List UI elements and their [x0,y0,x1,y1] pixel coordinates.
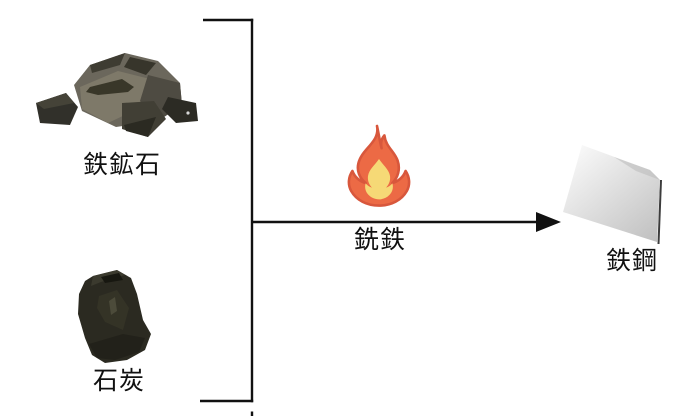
ore-facet-topright [124,57,156,75]
pig-iron-label: 銑鉄 [353,226,407,254]
fire-icon [347,124,411,207]
arrow-head [536,212,561,232]
iron-ore-illustration [36,53,198,137]
coal-illustration [78,270,151,363]
ore-facet-topleft [90,53,125,73]
coal-shade-bottom [89,334,145,360]
flame-outline [347,124,411,207]
ore-glint [186,111,190,115]
flame-inner [365,159,393,200]
coal-label: 石炭 [92,367,146,395]
steel-edge [657,179,662,245]
iron-ore-label: 鉄鉱石 [82,151,162,179]
ore-rock-left-top [36,93,74,109]
steel-sheet-illustration [563,145,662,245]
steel-face [563,145,660,242]
ore-rock-right [162,97,198,123]
input-bracket [200,18,254,403]
cutoff-tick [250,411,254,416]
ore-crack [86,79,134,95]
flow-arrow [252,212,561,232]
coal-hole [101,273,123,283]
steel-label: 鉄鋼 [605,247,659,275]
ore-rock-bottom-shade [124,117,156,137]
steel-face-shade [614,157,660,180]
coal-glint [109,297,117,315]
